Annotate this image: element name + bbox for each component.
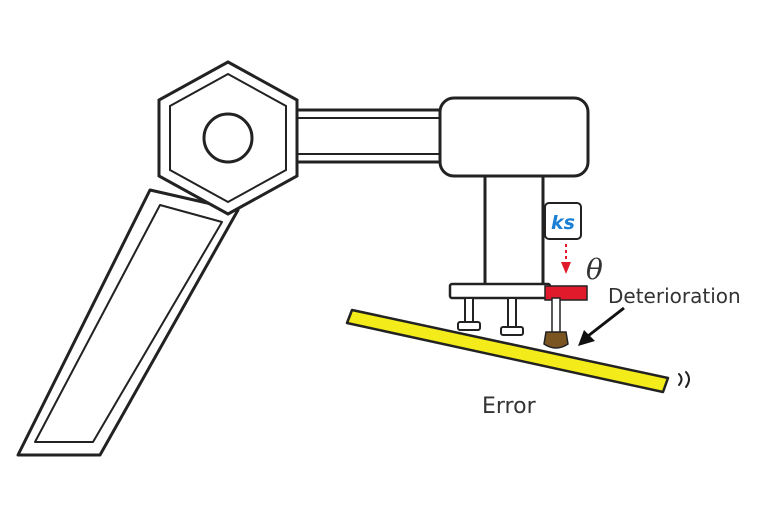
upper-arm-link bbox=[283, 108, 457, 164]
yellow-panel bbox=[345, 308, 670, 394]
sensor-logo: ks bbox=[544, 202, 582, 240]
vibration-icon bbox=[678, 371, 690, 388]
lower-arm-link bbox=[16, 188, 240, 457]
gripper-middle bbox=[500, 297, 524, 336]
gripper-worn bbox=[543, 297, 569, 349]
theta-label: θ bbox=[586, 253, 603, 286]
pointer-arrow-icon bbox=[578, 306, 625, 346]
tool-plate bbox=[448, 282, 552, 300]
sensor-logo-text: ks bbox=[551, 212, 575, 234]
error-label: Error bbox=[482, 394, 537, 419]
gripper-left bbox=[457, 297, 481, 331]
deterioration-label: Deterioration bbox=[608, 284, 741, 308]
shoulder-joint bbox=[157, 60, 299, 216]
wrist-head bbox=[438, 96, 590, 290]
force-arrow-icon bbox=[561, 244, 571, 274]
red-sensor bbox=[544, 285, 588, 301]
